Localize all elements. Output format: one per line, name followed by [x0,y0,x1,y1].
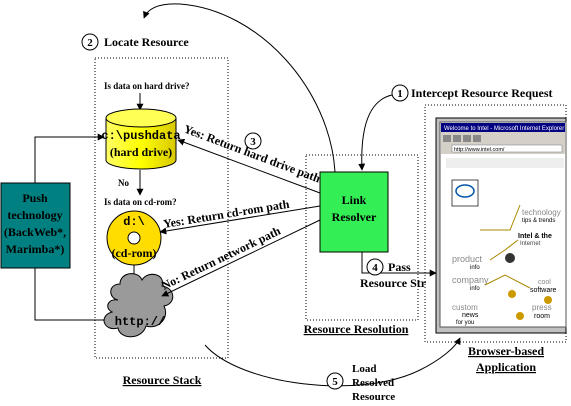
push-line-3: (BackWeb*, [4,225,66,239]
step-2-label: Locate Resource [104,35,189,49]
locate-arrow [143,3,336,173]
network-path-arrow [161,219,321,297]
browser-link-14: news [462,312,479,319]
browser-link-13: custom [452,303,478,312]
step-5-number: 5 [332,376,338,388]
step-2-marker [81,33,99,51]
browser-link-9: cool [538,279,551,286]
push-line-4: Marimba*) [6,242,65,256]
step-1-label: Intercept Resource Request [411,86,553,100]
browser-link-2: Internet [520,241,541,247]
browser-link-4: tips & trends [522,218,555,224]
browser-link-8: info [470,286,480,292]
resource-stack-caption: Resource Stack [123,373,202,387]
browser-link-6: info [470,265,480,271]
resource-resolution-caption: Resource Resolution [304,322,409,336]
question-cd-rom: Is data on cd-rom? [104,197,177,207]
browser-link-12: room [534,313,550,320]
push-line-2: technology [7,208,62,222]
step-1-number: 1 [397,88,403,100]
no-label: No [118,178,129,188]
hard-drive-path-text: Yes: Return hard drive path [182,122,323,186]
browser-link-3: technology [522,208,561,217]
step-3-number: 3 [250,136,256,148]
browser-address-bar [451,144,563,153]
intercept-arrow [358,94,393,171]
resource-resolution-box [305,154,419,321]
network-label: http:// [115,315,165,329]
resolver-line-2: Resolver [332,210,377,224]
step-2-number: 2 [87,37,93,49]
pass-resource-connector [361,252,437,277]
browser-title-text: Welcome to Intel - Microsoft Internet Ex… [444,126,564,132]
step-3-marker [244,132,262,150]
cd-rom-disc: d:\ (cd-rom) [106,210,162,266]
step-4-marker [366,258,384,276]
browser-link-15: for you [456,320,474,326]
network-path-text: No: Return network path [159,223,283,292]
push-to-drive-connector [34,133,105,183]
browser-link-1: Intel & the [518,233,552,240]
push-technology-box: Push technology (BackWeb*, Marimba*) [0,182,71,269]
browser-link-5: product [452,254,483,264]
hard-drive-path-arrow [177,138,321,194]
cd-rom-drive-letter: d:\ [123,215,145,229]
step-4-label-1: Pass [388,260,411,274]
cd-rom-label: (cd-rom) [111,246,156,260]
question-hard-drive: Is data on hard drive? [104,81,190,91]
step-5-label-1: Load [352,363,376,375]
cd-rom-path-arrow [159,205,321,235]
step-4-label-2: Resource Str [360,276,427,290]
resource-stack-box [94,57,229,359]
step-1-marker [391,84,409,102]
browser-title-bar [441,123,565,132]
browser-link-7: company [452,275,489,285]
step-5-marker [326,372,344,390]
step-4-number: 4 [372,262,378,274]
resolver-line-1: Link [342,193,367,207]
hard-drive-path-label: c:\pushdata [101,129,180,143]
hard-drive-label: (hard drive) [110,145,172,159]
network-cloud: http:// [103,273,174,338]
browser-address-text: http://www.intel.com/ [454,147,505,153]
hard-drive-cylinder: c:\pushdata (hard drive) [101,108,181,170]
step-5-label-2: Resolved [352,377,394,389]
link-resolver-box: Link Resolver [319,171,389,253]
load-resource-arrow [204,337,461,387]
browser-window: Welcome to Intel - Microsoft Internet Ex… [435,117,567,334]
browser-caption-line-2: Application [476,360,536,374]
push-to-cloud-connector [34,268,114,324]
browser-link-11: press [532,303,552,312]
browser-caption-line-1: Browser-based [468,344,544,358]
push-line-1: Push [22,191,48,205]
browser-link-10: software [530,287,557,294]
step-5-label-3: Resource [352,391,395,403]
